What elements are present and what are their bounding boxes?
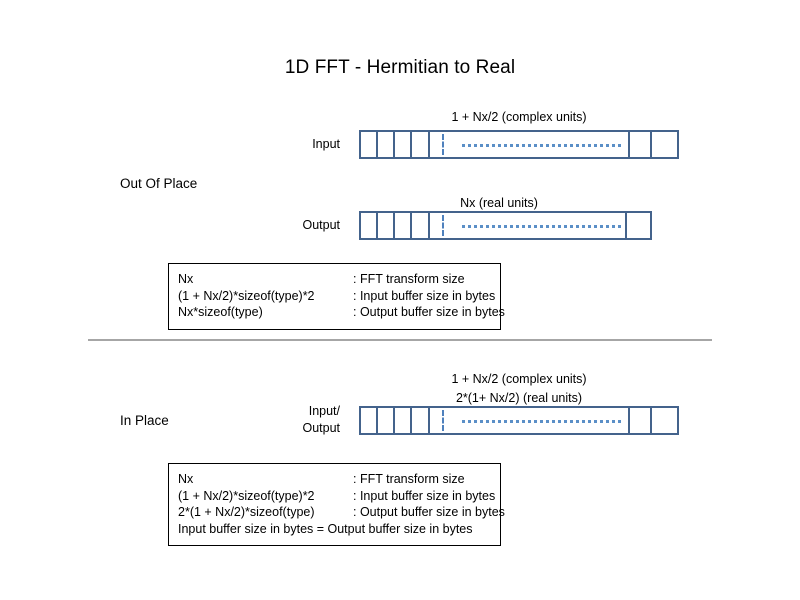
bar-boundary-dashed-marker — [442, 134, 444, 155]
legend-description: : Input buffer size in bytes — [353, 488, 496, 503]
in-place-io-label-line1: Input/ — [308, 404, 340, 418]
bar-divider — [376, 213, 378, 238]
bar-divider — [650, 408, 652, 433]
bar-divider — [393, 408, 395, 433]
legend-row: (1 + Nx/2)*sizeof(type)*2 : Input buffer… — [178, 288, 495, 305]
legend-term: (1 + Nx/2)*sizeof(type)*2 — [178, 288, 315, 303]
legend-description: : Output buffer size in bytes — [353, 505, 505, 519]
bar-divider — [428, 213, 430, 238]
bar-divider — [393, 132, 395, 157]
out-of-place-input-label: Input — [312, 137, 340, 151]
bar-divider — [428, 408, 430, 433]
out-of-place-legend-box: Nx : FFT transform size (1 + Nx/2)*sizeo… — [168, 263, 505, 330]
legend-description: : Output buffer size in bytes — [353, 305, 505, 319]
legend-row: (1 + Nx/2)*sizeof(type)*2 : Input buffer… — [178, 488, 495, 505]
bar-continuation-dots — [462, 224, 621, 228]
bar-divider — [628, 408, 630, 433]
legend-row: Nx*sizeof(type) : Output buffer size in … — [178, 304, 505, 321]
section-divider-rule — [88, 339, 712, 341]
bar-continuation-dots — [462, 419, 621, 423]
legend-term: (1 + Nx/2)*sizeof(type)*2 — [178, 488, 315, 503]
section-label-in-place: In Place — [120, 413, 169, 428]
bar-boundary-dashed-marker — [442, 215, 444, 236]
bar-divider — [410, 132, 412, 157]
bar-divider — [625, 213, 627, 238]
legend-term: Nx — [178, 272, 194, 286]
bar-divider — [410, 408, 412, 433]
page-title: 1D FFT - Hermitian to Real — [284, 57, 516, 78]
bar-boundary-dashed-marker — [442, 410, 444, 431]
bar-divider — [376, 408, 378, 433]
out-of-place-output-caption: Nx (real units) — [460, 196, 538, 210]
legend-description: : Input buffer size in bytes — [353, 288, 496, 303]
out-of-place-input-buffer-bar — [359, 130, 679, 159]
legend-description: : FFT transform size — [353, 272, 465, 286]
out-of-place-output-buffer-bar — [359, 211, 652, 240]
in-place-io-buffer-bar — [359, 406, 679, 435]
bar-divider — [428, 132, 430, 157]
legend-row: Nx : FFT transform size — [178, 271, 491, 288]
legend-row: Nx : FFT transform size — [178, 471, 491, 488]
bar-divider — [650, 132, 652, 157]
legend-term: 2*(1 + Nx/2)*sizeof(type) — [178, 505, 315, 519]
in-place-io-label-line2: Output — [302, 421, 340, 435]
legend-term: Nx*sizeof(type) — [178, 305, 263, 319]
in-place-caption-complex: 1 + Nx/2 (complex units) — [451, 372, 587, 386]
bar-divider — [376, 132, 378, 157]
bar-divider — [393, 213, 395, 238]
bar-continuation-dots — [462, 143, 621, 147]
legend-description: : FFT transform size — [353, 472, 465, 486]
in-place-caption-real: 2*(1+ Nx/2) (real units) — [455, 391, 583, 405]
section-label-out-of-place: Out Of Place — [120, 176, 198, 191]
in-place-legend-box: Nx : FFT transform size (1 + Nx/2)*sizeo… — [168, 463, 505, 546]
legend-row: 2*(1 + Nx/2)*sizeof(type) : Output buffe… — [178, 504, 505, 521]
out-of-place-output-label: Output — [302, 218, 340, 232]
legend-term: Nx — [178, 472, 194, 486]
legend-note: Input buffer size in bytes = Output buff… — [178, 521, 473, 536]
bar-divider — [410, 213, 412, 238]
out-of-place-input-caption: 1 + Nx/2 (complex units) — [451, 110, 587, 124]
bar-divider — [628, 132, 630, 157]
